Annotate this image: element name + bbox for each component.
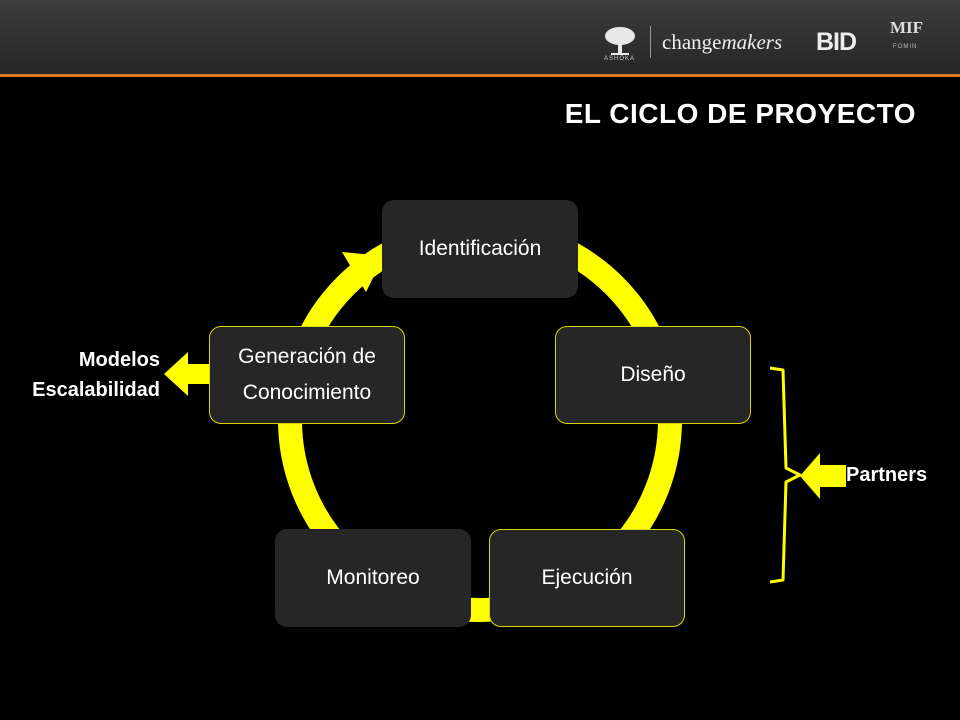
cycle-arrowhead [342,252,384,292]
partners-bracket [769,366,802,584]
bid-logo: BID [816,28,857,56]
output-arrow-shaft [186,364,212,384]
output-arrow-head [164,352,188,396]
fomin-logo-text: FOMIN [893,44,918,50]
mif-logo: MIF [890,18,924,37]
output-label-line2: Escalabilidad [32,379,160,401]
page-title: EL CICLO DE PROYECTO [564,98,916,129]
node-monitoreo: Monitoreo [275,529,471,627]
partners-arrow-shaft [820,465,846,487]
logo-divider [650,26,651,58]
ashoka-tree-icon [605,27,635,55]
header-bar: ASHOKA changemakers BID MIF FOMIN [0,0,960,77]
partners-label: Partners [846,464,928,486]
output-label: Modelos Escalabilidad [20,345,160,405]
node-generacion-conocimiento: Generación de Conocimiento [209,326,405,424]
node-diseno: Diseño [555,326,751,424]
partners-arrow-head [800,453,820,499]
changemakers-logo: changemakers [662,30,783,54]
node-ejecucion: Ejecución [489,529,685,627]
output-label-line1: Modelos [78,349,160,371]
node-identificacion: Identificación [382,200,578,298]
ashoka-logo-text: ASHOKA [604,56,636,62]
node-generacion-line1: Generación de [238,345,376,368]
node-generacion-line2: Conocimiento [242,381,372,404]
